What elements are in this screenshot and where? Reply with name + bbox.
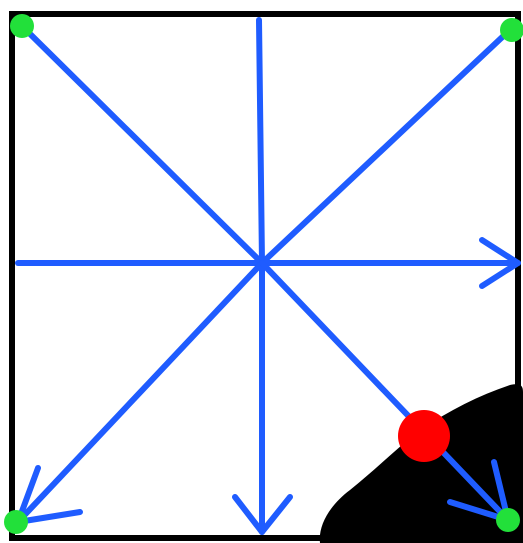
corner-marker-bottom-right xyxy=(496,508,520,532)
corner-marker-bottom-left xyxy=(4,510,28,534)
corner-marker-top-right xyxy=(500,18,523,42)
corner-marker-top-left xyxy=(10,14,34,38)
target-marker xyxy=(398,410,450,462)
arrow-up xyxy=(259,20,262,263)
